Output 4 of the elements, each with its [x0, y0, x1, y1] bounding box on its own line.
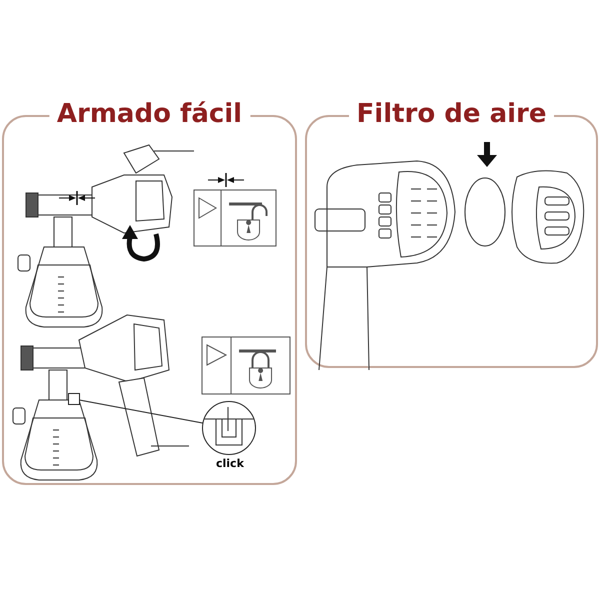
zoom-circle	[202, 401, 256, 455]
node-label: click	[216, 457, 244, 470]
leader-line	[80, 400, 203, 424]
latch-point	[68, 393, 80, 405]
